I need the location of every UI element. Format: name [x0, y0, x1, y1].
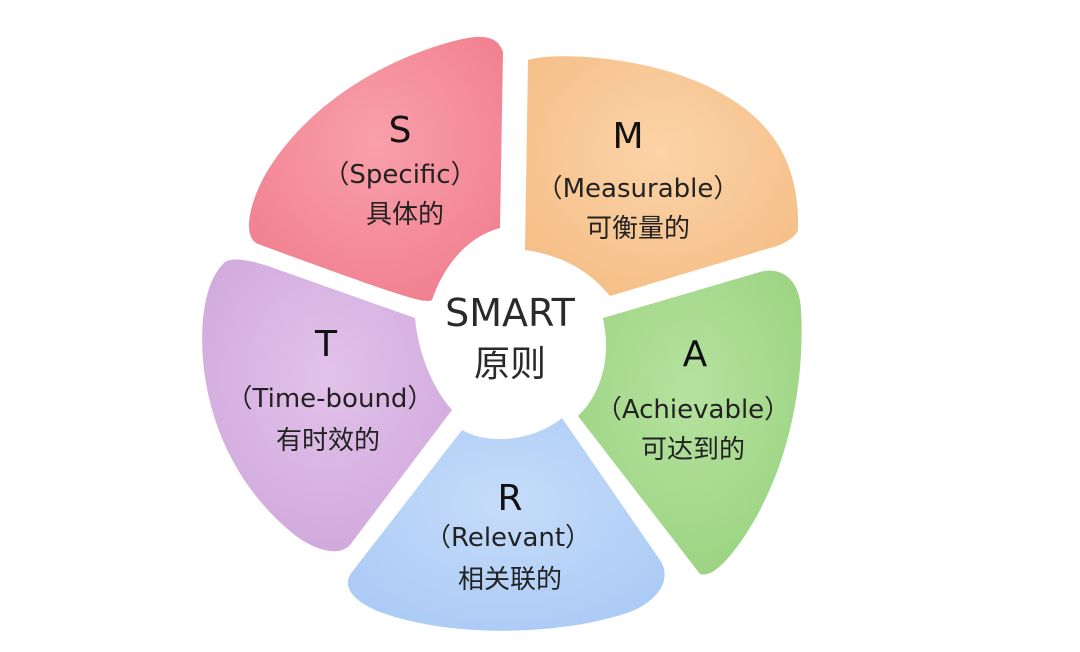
- segment-a-shape: [578, 270, 802, 575]
- segment-r: R （Relevant） 相关联的: [347, 418, 665, 631]
- segment-t-shape: [202, 259, 452, 552]
- segment-m-letter: M: [612, 116, 643, 157]
- center-hub: [428, 258, 592, 422]
- segment-s-shape: [249, 36, 503, 301]
- center-subtitle: 原则: [474, 344, 546, 385]
- segment-s-letter: S: [389, 110, 412, 151]
- segment-a: A （Achievable） 可达到的: [578, 270, 802, 575]
- segment-a-letter: A: [683, 334, 708, 375]
- segment-t: T （Time-bound） 有时效的: [202, 259, 452, 552]
- segment-s-english: （Specific）: [323, 160, 476, 190]
- segment-m-shape: [525, 56, 799, 297]
- segment-r-letter: R: [497, 478, 522, 519]
- segment-t-english: （Time-bound）: [227, 384, 434, 414]
- segment-m-english: （Measurable）: [537, 174, 740, 204]
- center-title: SMART: [445, 291, 576, 335]
- segment-m-chinese: 可衡量的: [586, 214, 690, 244]
- segment-s-chinese: 具体的: [366, 200, 444, 230]
- segment-r-english: （Relevant）: [425, 523, 591, 553]
- segment-a-english: （Achievable）: [596, 395, 790, 425]
- segment-a-chinese: 可达到的: [641, 435, 745, 465]
- segment-t-letter: T: [314, 324, 338, 365]
- segment-s: S （Specific） 具体的: [249, 36, 503, 301]
- segment-m: M （Measurable） 可衡量的: [525, 56, 799, 297]
- segment-t-chinese: 有时效的: [276, 426, 380, 456]
- center-label: SMART 原则: [428, 258, 592, 422]
- segment-r-shape: [347, 418, 665, 631]
- segment-r-chinese: 相关联的: [458, 565, 562, 595]
